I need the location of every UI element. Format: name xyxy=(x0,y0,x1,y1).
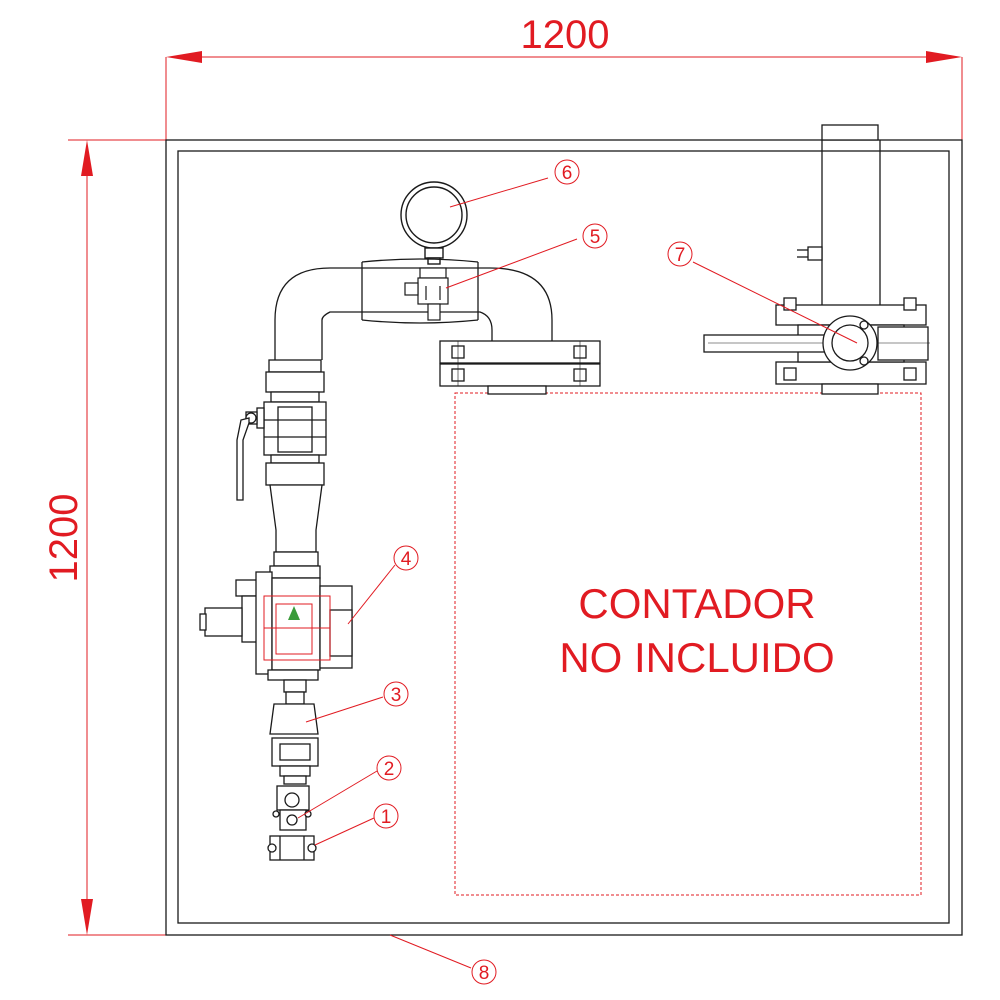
meter-note-line2: NO INCLUIDO xyxy=(559,634,834,681)
callout-6-label: 6 xyxy=(562,163,573,184)
inlet-flange xyxy=(439,340,601,395)
callout-7-label: 7 xyxy=(675,245,686,266)
dimension-height xyxy=(68,139,166,936)
outlet-riser-pipe xyxy=(797,124,881,305)
callout-1-label: 1 xyxy=(381,807,392,828)
callout-3-label: 3 xyxy=(391,685,402,706)
flow-direction-arrow xyxy=(288,606,300,620)
callout-7: 7 xyxy=(667,241,693,267)
height-dimension-label: 1200 xyxy=(42,494,86,583)
meter-note-line1: CONTADOR xyxy=(578,580,815,627)
callout-2: 2 xyxy=(376,755,402,781)
upper-pipe-run xyxy=(274,258,553,360)
ball-valve-assembly xyxy=(236,359,327,501)
test-point-valve xyxy=(404,267,449,321)
callout-6: 6 xyxy=(554,159,580,185)
width-dimension-label: 1200 xyxy=(521,13,610,57)
callout-3: 3 xyxy=(383,681,409,707)
callout-1: 1 xyxy=(373,803,399,829)
dimension-width xyxy=(165,51,963,140)
callout-4: 4 xyxy=(393,545,419,571)
callout-5: 5 xyxy=(582,223,608,249)
outlet-flange-valve xyxy=(703,297,930,395)
inlet-valve xyxy=(267,785,317,861)
pipe-reducer xyxy=(269,484,323,553)
callout-8: 8 xyxy=(471,959,497,985)
pressure-gauge xyxy=(400,181,468,265)
callout-8-label: 8 xyxy=(479,963,490,984)
filter-fitting xyxy=(269,691,319,785)
callout-4-label: 4 xyxy=(401,549,412,570)
cabinet-outline xyxy=(165,139,963,936)
callout-leaders xyxy=(297,177,858,969)
callout-5-label: 5 xyxy=(590,227,601,248)
callout-2-label: 2 xyxy=(384,759,395,780)
meter-area-outline xyxy=(454,392,922,896)
regulator-section-red xyxy=(263,595,331,661)
